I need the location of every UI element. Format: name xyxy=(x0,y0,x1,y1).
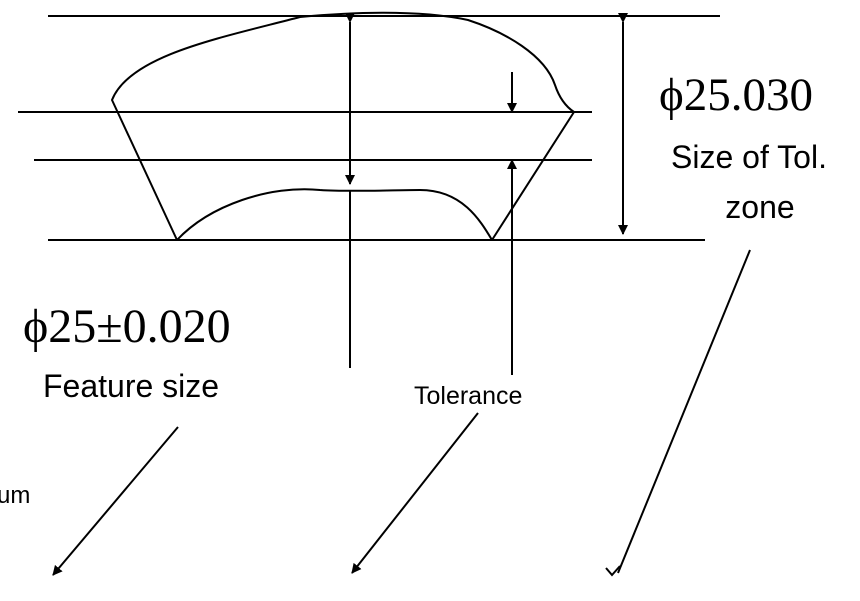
tolerance-pointer-arrow xyxy=(351,412,479,574)
feature-profile-outline xyxy=(111,11,575,241)
zone-pointer-line xyxy=(617,249,751,574)
zone-label-line2: zone xyxy=(725,189,794,225)
feature-size-pointer-arrow xyxy=(52,426,179,576)
upper-dimension-label: ϕ25.030 xyxy=(659,69,813,121)
tolerance-label: Tolerance xyxy=(414,382,522,410)
cropped-label: um xyxy=(0,482,30,509)
zone-pointer-tick xyxy=(605,565,621,577)
feature-dimension-label: ϕ25±0.020 xyxy=(23,300,231,353)
zone-label-line1: Size of Tol. xyxy=(671,139,827,175)
feature-size-label: Feature size xyxy=(43,368,219,404)
